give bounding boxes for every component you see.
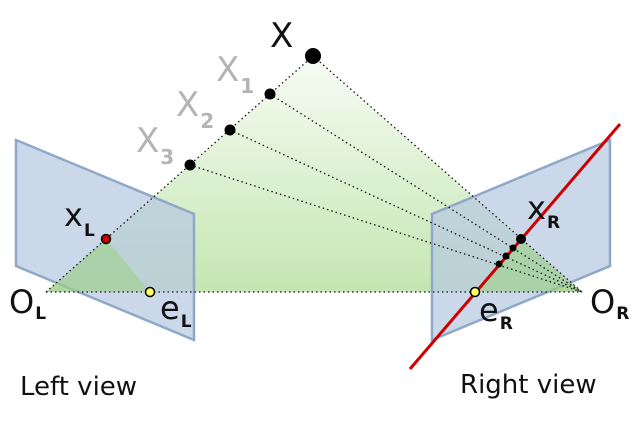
label-xR: xR — [527, 189, 560, 233]
caption-left-view: Left view — [20, 372, 137, 402]
left-projection-triangle — [46, 239, 150, 292]
caption-right-view: Right view — [460, 370, 597, 400]
point-X-marker — [305, 48, 321, 64]
ray-right-X — [312, 55, 583, 293]
epipole-eL-marker — [144, 286, 156, 298]
point-X2-marker — [224, 124, 236, 136]
projection-xL-marker — [100, 233, 112, 245]
label-xL: xL — [64, 196, 95, 241]
point-X3-marker — [184, 159, 196, 171]
label-X: X — [270, 16, 293, 56]
label-X3: X3 — [136, 121, 174, 169]
right-projection-triangle — [475, 239, 582, 292]
projection-X2-right-marker — [502, 252, 510, 260]
label-eL: eL — [160, 289, 192, 332]
ray-right-X1 — [269, 93, 583, 293]
ray-left — [45, 55, 314, 293]
label-OL: OL — [9, 283, 46, 324]
ray-right-X3 — [189, 164, 583, 293]
projection-X1-right-marker — [509, 244, 517, 252]
label-eR: eR — [479, 291, 513, 334]
label-X2: X2 — [176, 85, 214, 133]
ray-right-X2 — [229, 129, 583, 293]
label-X1: X1 — [216, 50, 254, 98]
point-X1-marker — [264, 88, 276, 100]
label-OR: OR — [590, 283, 629, 324]
epipole-eR-marker — [469, 286, 481, 298]
projection-xR-marker — [516, 234, 526, 244]
projection-X3-right-marker — [495, 260, 503, 268]
